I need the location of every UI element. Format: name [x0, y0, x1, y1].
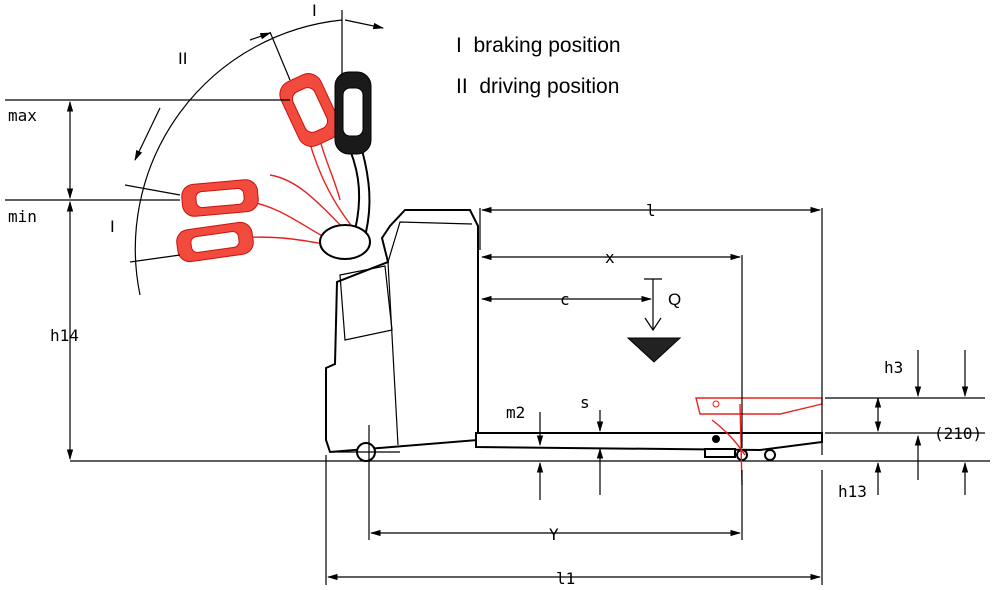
label-l1: l1: [556, 569, 575, 588]
label-l: l: [646, 201, 656, 220]
label-I-top: I: [312, 1, 317, 20]
label-II: II: [178, 49, 187, 68]
tiller-upright: [334, 71, 372, 233]
label-I-lower: I: [110, 217, 115, 236]
label-s: s: [580, 393, 590, 412]
load-symbol: [626, 278, 682, 363]
legend-braking-position: I braking position: [456, 34, 621, 57]
label-m2: m2: [506, 403, 525, 422]
tiller-angle-arc: [134, 19, 343, 296]
label-c: c: [560, 290, 570, 309]
truck-body: [319, 209, 823, 462]
label-max: max: [8, 106, 37, 125]
label-Q: Q: [668, 290, 681, 309]
label-210: (210): [934, 424, 982, 443]
label-x: x: [605, 248, 615, 267]
legend-driving-position: II driving position: [456, 75, 620, 98]
label-h14: h14: [50, 326, 79, 345]
label-h13: h13: [838, 482, 867, 501]
tiller-alternate-positions: [176, 73, 356, 263]
label-Y: Y: [549, 525, 559, 544]
label-min: min: [8, 207, 37, 226]
label-h3: h3: [884, 358, 903, 377]
